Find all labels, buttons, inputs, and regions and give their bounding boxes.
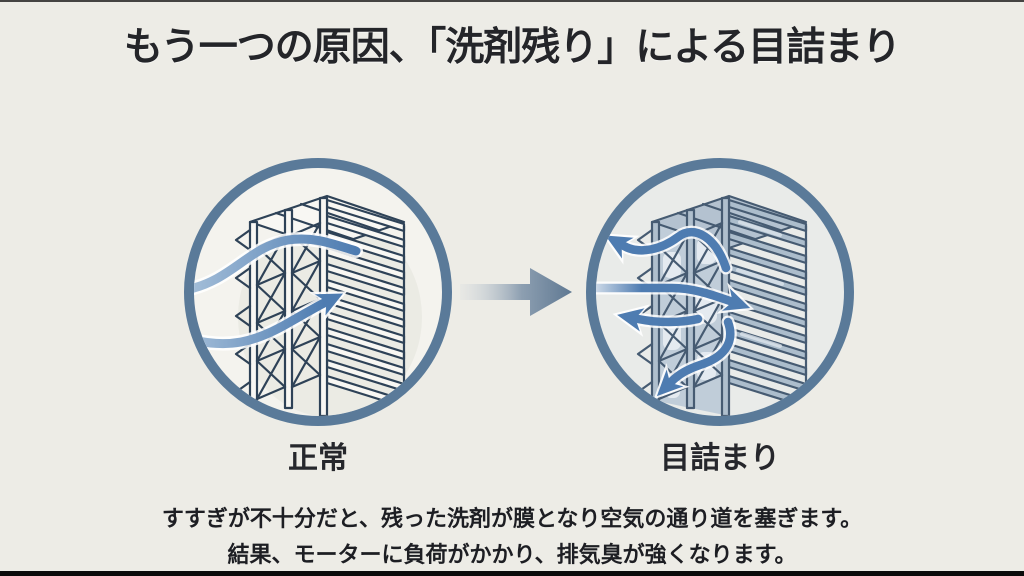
deflected-arrow-down-left: [656, 317, 735, 397]
clogged-filter-illustration: [586, 158, 854, 426]
clogged-label: 目詰まり: [660, 441, 780, 476]
normal-label: 正常: [288, 441, 348, 476]
airflow-arrows: [194, 231, 363, 351]
struggling-arrow-through: [596, 283, 751, 311]
caption-line-2: 結果、モーターに負荷がかかり、排気臭が強くなります。: [227, 543, 797, 568]
normal-filter-illustration: [184, 158, 452, 426]
blocked-airflow-arrows: [596, 225, 755, 400]
airflow-arrow-upper: [194, 234, 361, 295]
deflected-arrow-left: [617, 308, 703, 332]
deflected-arrow-up-left: [605, 227, 731, 273]
transition-arrow-icon: [460, 268, 572, 316]
airflow-arrow-lower: [194, 293, 344, 349]
caption-line-1: すすぎが不十分だと、残った洗剤が膜となり空気の通り道を塞ぎます。: [161, 507, 863, 532]
letterbox-bar-bottom: [0, 571, 1024, 576]
letterbox-bar-top: [0, 0, 1024, 2]
slide-title: もう一つの原因、「洗剤残り」による目詰まり: [123, 25, 901, 70]
